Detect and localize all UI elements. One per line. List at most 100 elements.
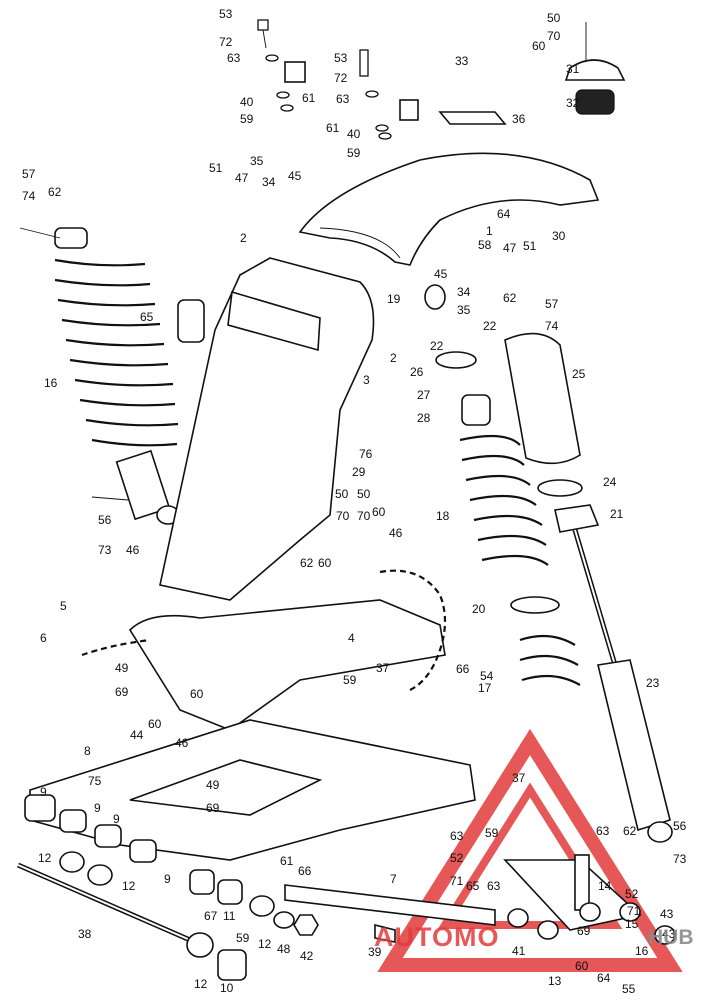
part-number-label: 32 — [566, 96, 580, 110]
part-number-label: 47 — [503, 241, 517, 255]
part-number-label: 15 — [625, 917, 639, 931]
part-number-label: 8 — [84, 744, 91, 758]
part-number-label: 46 — [175, 736, 189, 750]
part-number-label: 9 — [164, 872, 171, 886]
part-number-label: 49 — [115, 661, 129, 675]
part-number-label: 40 — [347, 127, 361, 141]
part-number-label: 57 — [545, 297, 559, 311]
part-number-label: 74 — [545, 319, 559, 333]
rear-shock-23 — [424, 284, 673, 843]
part-number-label: 45 — [288, 169, 302, 183]
part-number-label: 14 — [598, 879, 612, 893]
part-number-label: 72 — [334, 71, 348, 85]
part-number-label: 25 — [572, 367, 586, 381]
part-number-label: 74 — [22, 189, 36, 203]
part-number-label: 48 — [277, 942, 291, 956]
bolts-top-left — [257, 19, 392, 140]
part-number-label: 60 — [190, 687, 204, 701]
part-number-label: 30 — [552, 229, 566, 243]
clamp-31-rubber-32 — [564, 22, 626, 115]
part-number-label: 5 — [60, 599, 67, 613]
part-number-label: 26 — [410, 365, 424, 379]
part-number-label: 65 — [140, 310, 154, 324]
part-number-label: 59 — [240, 112, 254, 126]
part-number-label: 61 — [326, 121, 340, 135]
part-number-label: 72 — [219, 35, 233, 49]
part-number-label: 27 — [417, 388, 431, 402]
part-number-label: 9 — [40, 785, 47, 799]
part-number-label: 63 — [336, 92, 350, 106]
link-7 — [284, 884, 496, 943]
part-number-label: 18 — [436, 509, 450, 523]
part-number-label: 76 — [359, 447, 373, 461]
part-number-label: 51 — [209, 161, 223, 175]
part-number-label: 56 — [673, 819, 687, 833]
part-number-label: 54 — [480, 669, 494, 683]
part-number-label: 71 — [450, 874, 464, 888]
part-number-label: 67 — [204, 909, 218, 923]
part-number-label: 60 — [372, 505, 386, 519]
axle-38 — [17, 851, 319, 981]
part-number-label: 36 — [512, 112, 526, 126]
part-number-label: 43 — [660, 907, 674, 921]
part-number-label: 53 — [219, 7, 233, 21]
part-number-label: 13 — [548, 974, 562, 988]
part-number-label: 64 — [497, 207, 511, 221]
part-number-label: 58 — [478, 238, 492, 252]
part-number-label: 62 — [503, 291, 517, 305]
part-number-label: 38 — [78, 927, 92, 941]
part-number-label: 20 — [472, 602, 486, 616]
part-number-label: 45 — [434, 267, 448, 281]
part-number-label: 35 — [250, 154, 264, 168]
part-number-label: 51 — [523, 239, 537, 253]
part-number-label: 57 — [22, 167, 36, 181]
swing-arm-lower-8 — [24, 719, 476, 863]
part-number-label: 9 — [94, 801, 101, 815]
part-number-label: 19 — [387, 292, 401, 306]
part-number-label: 35 — [457, 303, 471, 317]
part-number-label: 66 — [298, 864, 312, 878]
part-number-label: 22 — [483, 319, 497, 333]
part-number-label: 62 — [623, 824, 637, 838]
part-number-label: 52 — [625, 887, 639, 901]
part-number-label: 40 — [240, 95, 254, 109]
part-number-label: 12 — [122, 879, 136, 893]
part-number-label: 60 — [532, 39, 546, 53]
part-number-label: 69 — [115, 685, 129, 699]
part-number-label: 3 — [363, 373, 370, 387]
part-number-label: 59 — [236, 931, 250, 945]
swing-arm-4 — [81, 569, 447, 731]
part-number-label: 33 — [455, 54, 469, 68]
part-number-label: 55 — [622, 982, 636, 996]
part-number-label: 69 — [577, 924, 591, 938]
part-number-label: 62 — [48, 185, 62, 199]
part-number-label: 21 — [610, 507, 624, 521]
part-number-label: 61 — [302, 91, 316, 105]
part-number-label: 59 — [347, 146, 361, 160]
part-number-label: 42 — [300, 949, 314, 963]
part-number-label: 70 — [357, 509, 371, 523]
frame-29 — [159, 257, 375, 601]
part-number-label: 52 — [450, 851, 464, 865]
part-number-label: 29 — [352, 465, 366, 479]
part-number-label: 64 — [597, 971, 611, 985]
part-number-label: 11 — [223, 909, 236, 923]
part-number-label: 59 — [485, 826, 499, 840]
part-number-label: 37 — [512, 771, 526, 785]
rear-fender-30 — [298, 152, 600, 266]
part-number-label: 63 — [487, 879, 501, 893]
part-number-label: 69 — [206, 801, 220, 815]
part-number-label: 47 — [235, 171, 249, 185]
part-number-label: 71 — [627, 904, 641, 918]
part-number-label: 73 — [98, 543, 112, 557]
part-number-label: 53 — [334, 51, 348, 65]
part-number-label: 24 — [603, 475, 617, 489]
part-number-label: 16 — [44, 376, 58, 390]
part-number-label: 2 — [240, 231, 247, 245]
part-number-label: 56 — [98, 513, 112, 527]
brake-torque-parts — [503, 854, 676, 945]
part-number-label: 66 — [456, 662, 470, 676]
part-number-label: 9 — [113, 812, 120, 826]
